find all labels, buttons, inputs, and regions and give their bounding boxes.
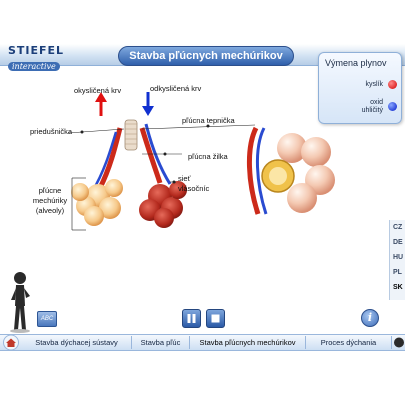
label-bronchiole: priedušnička	[30, 127, 73, 136]
stiefel-logo: STIEFEL interactive	[8, 44, 74, 71]
label-deoxygenated-blood: odkysličená krv	[150, 84, 202, 93]
alveolus-detail	[247, 126, 335, 215]
oxygenated-arrow-icon	[95, 92, 107, 116]
presenter-figure-icon	[10, 272, 30, 333]
lang-tab-de[interactable]: DE	[393, 239, 403, 246]
co2-dot-icon[interactable]	[388, 102, 397, 111]
gas-exchange-title: Výmena plynov	[325, 58, 387, 68]
bottom-nav	[0, 334, 405, 351]
page-title: Stavba pľúcnych mechúrikov	[118, 46, 294, 66]
capillary-network	[139, 181, 187, 228]
language-tabs: CZ DE HU PL SK	[389, 220, 405, 300]
oxygen-label: kyslík	[365, 81, 384, 88]
label-pulmonary-vein: pľúcna žilka	[188, 152, 228, 161]
label-capillaries-line1: sieť	[178, 174, 191, 183]
nav-item-alveoli-structure[interactable]: Stavba pľúcnych mechúrikov	[190, 336, 306, 349]
alveoli-cluster-left	[71, 179, 123, 226]
nav-scroll-icon[interactable]	[393, 334, 405, 351]
stop-icon	[211, 314, 220, 323]
label-alveoli-line2: mechúriky	[32, 196, 68, 205]
pause-icon	[187, 314, 196, 323]
abc-button[interactable]: ABC	[37, 311, 57, 327]
home-icon[interactable]	[2, 334, 20, 351]
lang-tab-hu[interactable]: HU	[393, 254, 404, 261]
label-capillaries-line2: vlásočníc	[178, 184, 210, 193]
nav-item-breathing-process[interactable]: Proces dýchania	[306, 336, 392, 349]
info-button[interactable]: i	[361, 309, 379, 327]
nav-item-respiratory-system[interactable]: Stavba dýchacej sústavy	[22, 336, 132, 349]
label-alveoli-line3: (alveoly)	[35, 206, 65, 215]
label-alveoli-line1: pľúcne	[38, 186, 62, 195]
gas-exchange-panel: Výmena plynov kyslík oxid uhličitý	[318, 52, 402, 124]
lang-tab-pl[interactable]: PL	[393, 269, 402, 276]
oxygen-dot-icon[interactable]	[388, 80, 397, 89]
label-pulmonary-artery: pľúcna tepnička	[182, 116, 235, 125]
co2-label-line2: uhličitý	[361, 107, 383, 114]
co2-label-line1: oxid	[370, 99, 383, 106]
lang-tab-cz[interactable]: CZ	[393, 224, 403, 231]
stop-button[interactable]	[206, 309, 225, 328]
lang-tab-sk[interactable]: SK	[393, 284, 403, 291]
logo-main-text: STIEFEL	[8, 44, 65, 57]
nav-item-lung-structure[interactable]: Stavba pľúc	[132, 336, 190, 349]
alveoli-illustration	[67, 92, 335, 231]
bronchiole-tube	[124, 119, 138, 151]
logo-sub-text: interactive	[8, 62, 60, 71]
pause-button[interactable]	[182, 309, 201, 328]
deoxygenated-arrow-icon	[142, 92, 154, 116]
label-oxygenated-blood: okysličená krv	[74, 86, 122, 95]
